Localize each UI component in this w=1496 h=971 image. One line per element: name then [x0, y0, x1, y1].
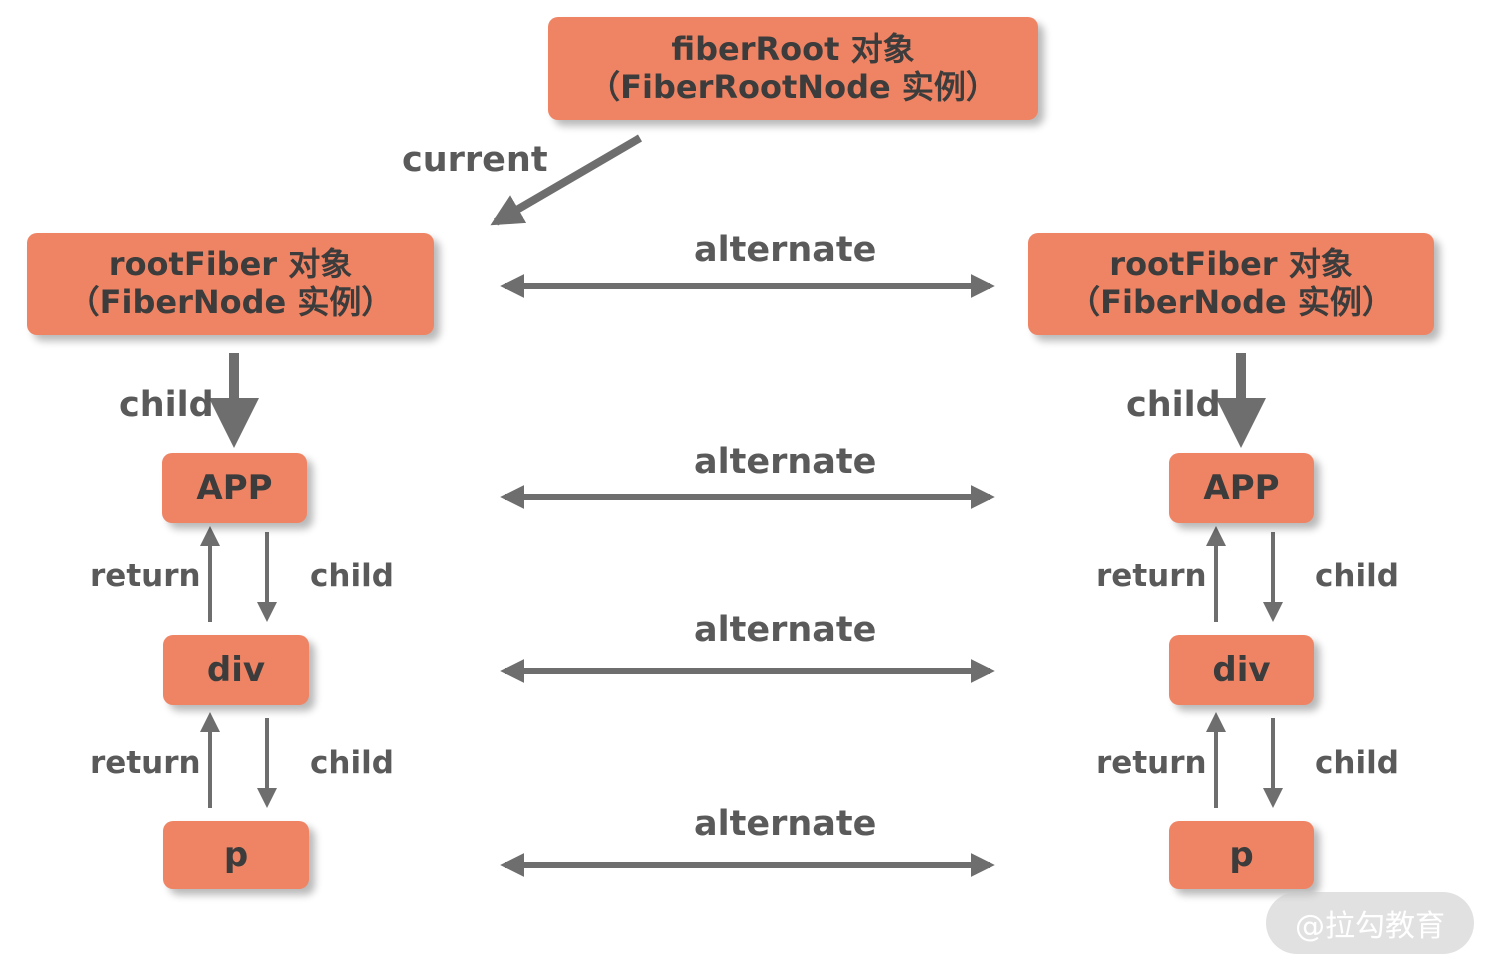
right-app-node: APP — [1169, 453, 1314, 523]
right-div-node: div — [1169, 635, 1314, 705]
left-app-child-label: child — [310, 558, 394, 594]
alternate-label-app: alternate — [694, 442, 877, 482]
left-app-node: APP — [162, 453, 307, 523]
left-root-fiber-subtitle: （FiberNode 实例） — [67, 283, 394, 321]
right-app-child-label: child — [1315, 558, 1399, 594]
alternate-label-p: alternate — [694, 804, 877, 844]
fiber-root-title: fiberRoot 对象 — [671, 29, 915, 68]
left-root-fiber-title: rootFiber 对象 — [108, 245, 353, 284]
left-app-return-label: return — [90, 558, 201, 594]
fiber-root-node: fiberRoot 对象 （FiberRootNode 实例） — [548, 17, 1038, 120]
right-p-label: p — [1229, 834, 1254, 875]
right-div-return-label: return — [1096, 745, 1207, 781]
watermark: @拉勾教育 — [1266, 892, 1474, 954]
left-div-label: div — [206, 649, 266, 690]
left-div-node: div — [163, 635, 309, 705]
alternate-label-div: alternate — [694, 610, 877, 650]
right-div-child-label: child — [1315, 745, 1399, 781]
left-div-child-label: child — [310, 745, 394, 781]
current-arrow — [490, 134, 643, 226]
right-root-fiber-subtitle: （FiberNode 实例） — [1068, 283, 1394, 321]
right-div-label: div — [1212, 649, 1271, 690]
alternate-label-root: alternate — [694, 230, 877, 270]
right-app-label: APP — [1203, 467, 1280, 508]
left-root-fiber-node: rootFiber 对象 （FiberNode 实例） — [27, 233, 434, 335]
left-p-label: p — [223, 834, 249, 875]
left-root-child-label: child — [119, 385, 214, 425]
left-app-label: APP — [196, 467, 273, 508]
fiber-root-subtitle: （FiberRootNode 实例） — [588, 67, 998, 106]
left-p-node: p — [163, 821, 309, 889]
right-app-return-label: return — [1096, 558, 1207, 594]
left-div-return-label: return — [90, 745, 201, 781]
right-root-fiber-title: rootFiber 对象 — [1109, 245, 1353, 284]
right-root-child-label: child — [1126, 385, 1221, 425]
current-label: current — [402, 140, 548, 180]
right-p-node: p — [1169, 821, 1314, 889]
right-root-fiber-node: rootFiber 对象 （FiberNode 实例） — [1028, 233, 1434, 335]
